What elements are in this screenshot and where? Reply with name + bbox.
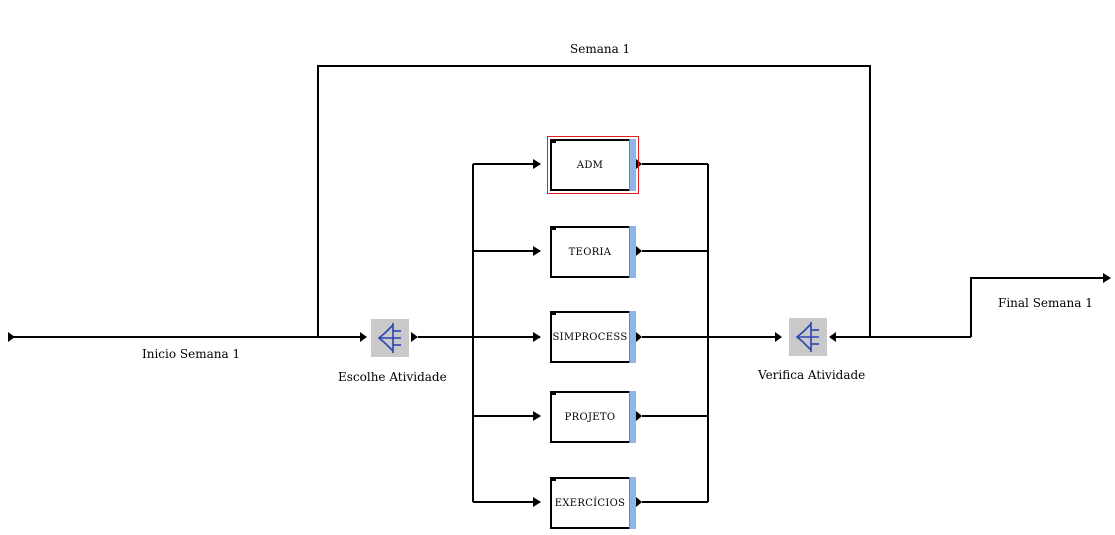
container-label: Semana 1 xyxy=(570,42,631,56)
end-label: Final Semana 1 xyxy=(998,296,1093,310)
activity-simprocess[interactable]: SIMPROCESS xyxy=(550,311,636,363)
arrowhead-icon xyxy=(533,332,541,342)
activity-teoria[interactable]: TEORIA xyxy=(550,226,636,278)
arrowhead-icon xyxy=(533,497,541,507)
branch-icon xyxy=(377,323,401,353)
branch-icon xyxy=(795,322,819,352)
branch-node-escolhe[interactable] xyxy=(371,319,409,357)
activity-exercicios[interactable]: EXERCÍCIOS xyxy=(550,477,636,529)
arrowhead-icon xyxy=(829,332,836,342)
arrowhead-icon xyxy=(636,159,642,169)
arrowhead-icon xyxy=(533,246,541,256)
branch-right-label: Verifica Atividade xyxy=(758,368,866,382)
activity-label: SIMPROCESS xyxy=(552,331,628,343)
activity-label: TEORIA xyxy=(568,246,612,258)
arrowhead-icon xyxy=(1103,273,1111,283)
arrowhead-icon xyxy=(775,332,782,342)
arrowhead-icon xyxy=(411,332,418,342)
arrowhead-icon xyxy=(636,411,642,421)
activity-label: ADM xyxy=(576,159,604,171)
activity-adm[interactable]: ADM xyxy=(547,136,639,194)
arrowhead-icon xyxy=(636,332,642,342)
connector-end xyxy=(970,277,1103,337)
start-label: Inicio Semana 1 xyxy=(142,347,241,361)
activity-label: EXERCÍCIOS xyxy=(554,497,626,509)
arrowhead-icon xyxy=(636,246,642,256)
activity-label: PROJETO xyxy=(564,411,616,423)
arrowhead-icon xyxy=(533,411,541,421)
arrowhead-icon xyxy=(636,497,642,507)
arrowhead-icon xyxy=(360,332,367,342)
activity-projeto[interactable]: PROJETO xyxy=(550,391,636,443)
branch-node-verifica[interactable] xyxy=(789,318,827,356)
arrowhead-icon xyxy=(8,332,15,342)
branch-left-label: Escolhe Atividade xyxy=(338,370,447,384)
arrowhead-icon xyxy=(533,159,541,169)
container-frame xyxy=(317,65,871,337)
